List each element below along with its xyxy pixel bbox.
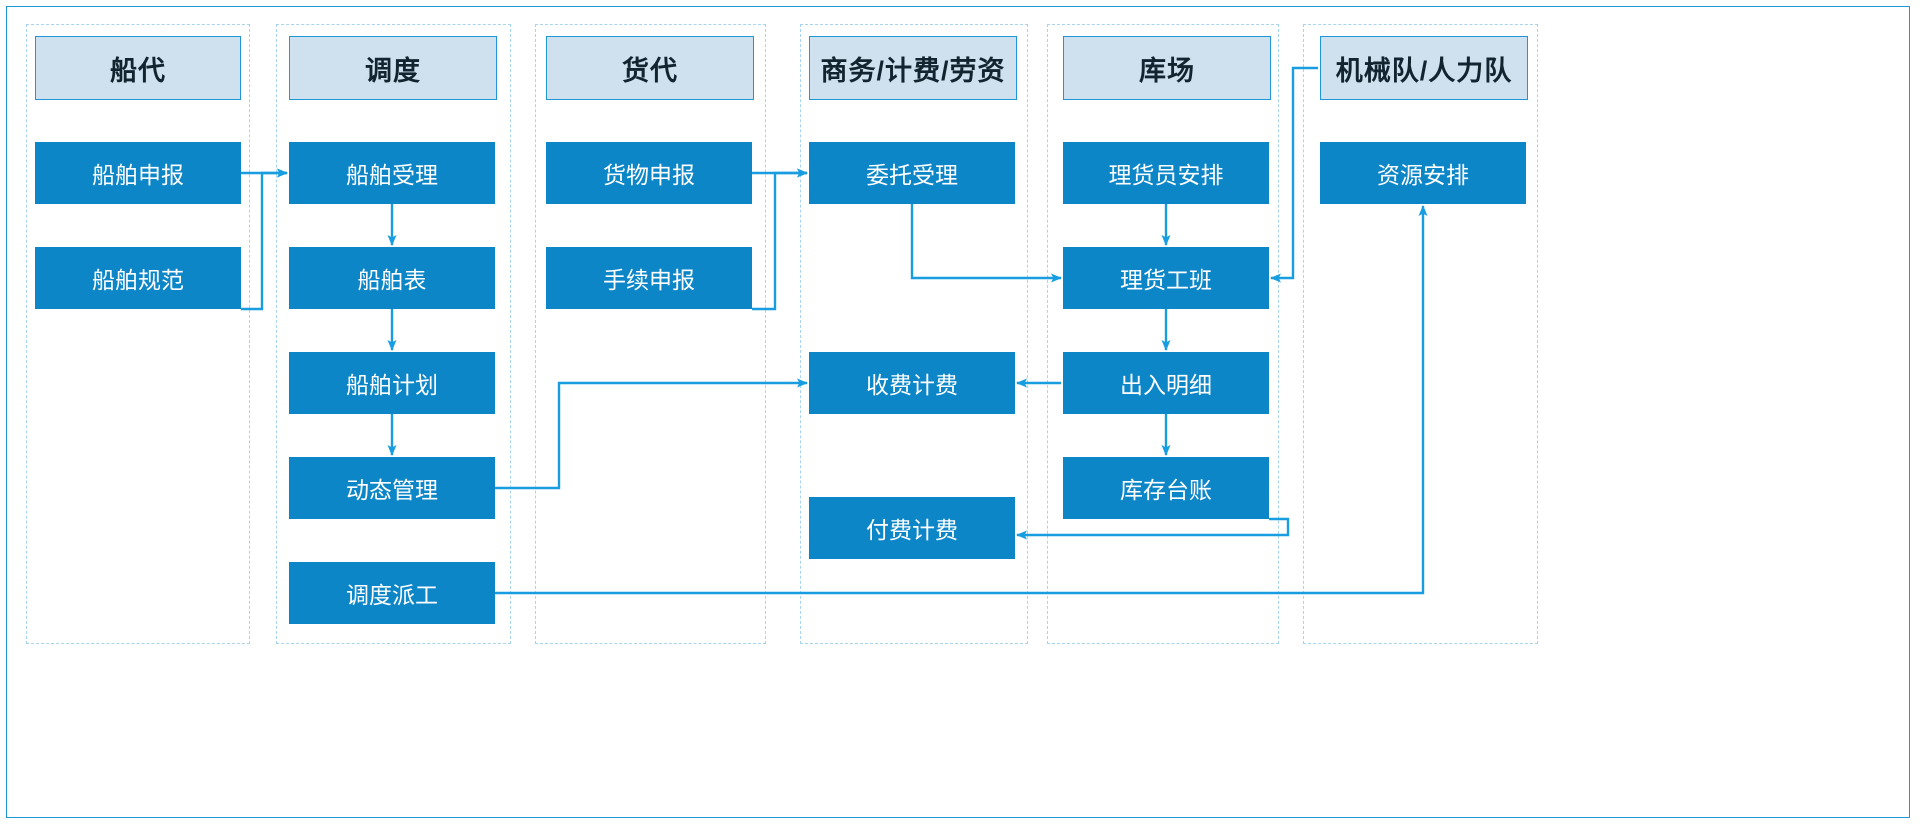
node-chuanbo-guifan[interactable]: 船舶规范 [35,247,241,309]
node-label: 船舶受理 [346,162,438,188]
node-fufei-jifei[interactable]: 付费计费 [809,497,1015,559]
lane-chuandai [26,24,250,644]
lane-header-label: 货代 [622,55,678,86]
lane-header-shangwu: 商务/计费/劳资 [809,36,1017,100]
node-shoufei-jifei[interactable]: 收费计费 [809,352,1015,414]
lane-header-label: 机械队/人力队 [1335,55,1513,86]
node-chuanbo-jihua[interactable]: 船舶计划 [289,352,495,414]
node-label: 船舶表 [357,267,427,293]
lane-diaodu [276,24,511,644]
node-label: 理货工班 [1120,267,1212,293]
node-churu-mingxi[interactable]: 出入明细 [1063,352,1269,414]
lane-jixiedui [1303,24,1538,644]
node-label: 船舶计划 [346,372,438,398]
node-label: 理货员安排 [1108,162,1224,188]
node-kucun-taizhang[interactable]: 库存台账 [1063,457,1269,519]
node-label: 库存台账 [1120,477,1212,503]
lane-header-kuchang: 库场 [1063,36,1271,100]
node-chuanbo-shenbao[interactable]: 船舶申报 [35,142,241,204]
node-ziyuan-anpai[interactable]: 资源安排 [1320,142,1526,204]
node-label: 出入明细 [1120,372,1212,398]
node-label: 手续申报 [603,267,695,293]
node-weituo-shouli[interactable]: 委托受理 [809,142,1015,204]
node-label: 船舶规范 [92,267,184,293]
lane-header-label: 船代 [110,55,166,86]
node-diaodu-paigong[interactable]: 调度派工 [289,562,495,624]
node-label: 委托受理 [866,162,958,188]
node-label: 资源安排 [1377,162,1469,188]
node-lihuoyuan-anpai[interactable]: 理货员安排 [1063,142,1269,204]
node-label: 动态管理 [346,477,438,503]
node-chuanbo-shouli[interactable]: 船舶受理 [289,142,495,204]
node-label: 船舶申报 [92,162,184,188]
node-label: 调度派工 [346,582,438,608]
lane-header-jixiedui: 机械队/人力队 [1320,36,1528,100]
node-label: 付费计费 [866,517,958,543]
node-label: 货物申报 [603,162,695,188]
node-shouxu-shenbao[interactable]: 手续申报 [546,247,752,309]
node-huowu-shenbao[interactable]: 货物申报 [546,142,752,204]
node-lihuo-gongban[interactable]: 理货工班 [1063,247,1269,309]
lane-header-diaodu: 调度 [289,36,497,100]
lane-header-label: 库场 [1139,55,1195,86]
lane-huodai [535,24,766,644]
lane-header-chuandai: 船代 [35,36,241,100]
lane-header-label: 调度 [365,55,421,86]
node-dongtai-guanli[interactable]: 动态管理 [289,457,495,519]
node-chuanbo-biao[interactable]: 船舶表 [289,247,495,309]
lane-header-label: 商务/计费/劳资 [820,55,1006,86]
lane-header-huodai: 货代 [546,36,754,100]
node-label: 收费计费 [866,372,958,398]
lane-kuchang [1047,24,1279,644]
